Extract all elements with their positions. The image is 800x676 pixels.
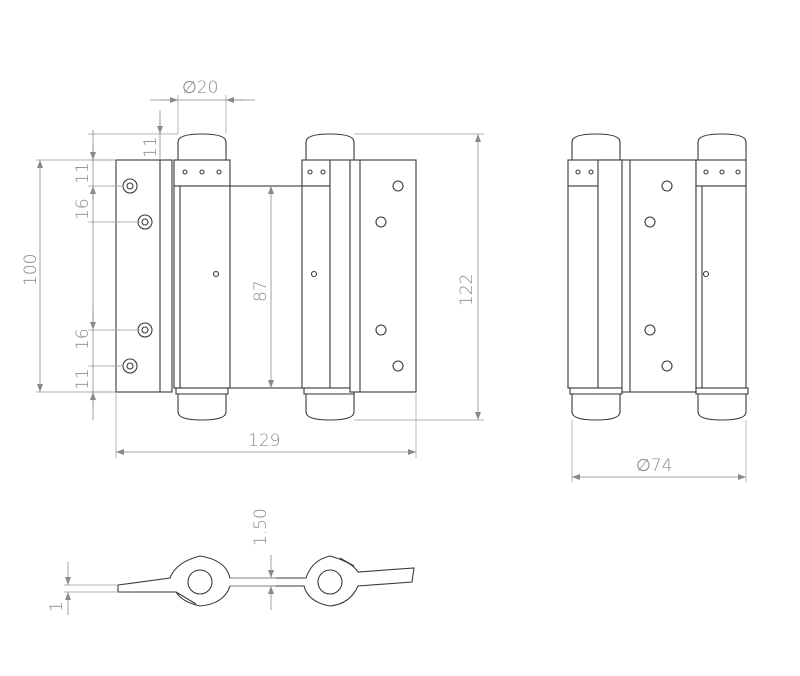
front-view	[115, 133, 417, 421]
dim-side-diameter: ∅74	[636, 456, 672, 476]
right-plate-holes	[375, 180, 404, 372]
dim-left-height: 100	[21, 254, 41, 286]
dim-bottom-gap: 11	[73, 368, 93, 390]
right-leaf-plate	[349, 159, 417, 393]
dim-upper-spacing: 16	[73, 198, 93, 220]
right-barrel	[301, 133, 355, 421]
dim-total-height: 122	[457, 274, 477, 306]
side-view	[567, 133, 749, 421]
side-center-plate	[621, 159, 697, 393]
dim-top-gap: 11	[73, 162, 93, 184]
dim-total-width: 129	[248, 431, 280, 451]
dim-inner-height: 87	[251, 280, 271, 302]
dim-plate-spacing: 1.50	[251, 508, 271, 546]
dimension-lines	[36, 95, 747, 615]
left-leaf-plate	[115, 159, 173, 393]
dim-plate-thickness: 1	[47, 601, 67, 612]
dimension-labels: ∅20 11 11 16 100 16 11 87 122 129 ∅74 1.…	[21, 78, 672, 612]
left-barrel	[173, 133, 231, 421]
section-view	[117, 555, 415, 607]
dim-top-offset: 11	[141, 136, 161, 158]
dim-pin-diameter: ∅20	[182, 78, 218, 98]
dim-lower-spacing: 16	[73, 328, 93, 350]
